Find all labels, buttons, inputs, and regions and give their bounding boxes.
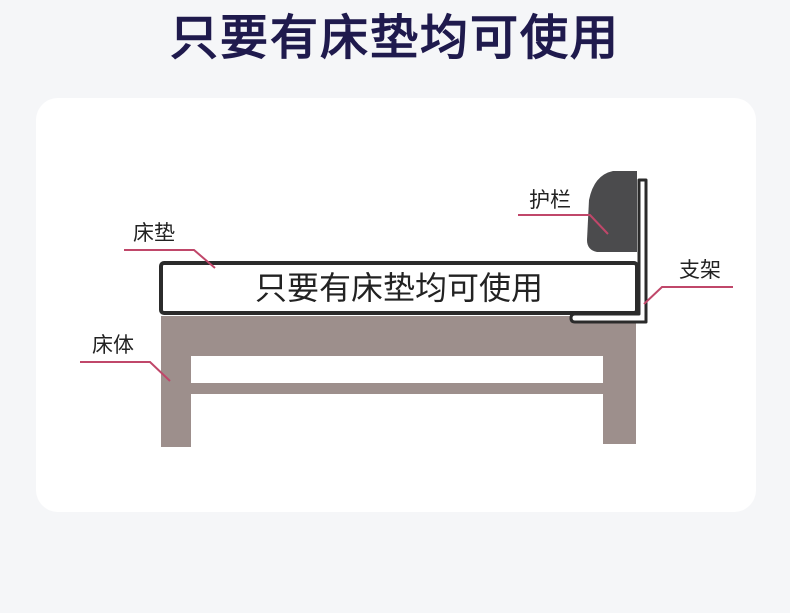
bed-frame-left-leg (161, 316, 191, 447)
leader-line-mattress (124, 249, 216, 269)
label-guardrail: 护栏 (529, 188, 571, 212)
page-title: 只要有床垫均可使用 (169, 10, 620, 66)
label-bed-body: 床体 (92, 333, 134, 357)
leader-line-guardrail (518, 214, 609, 235)
leader-line-bracket (643, 286, 733, 305)
leader-line-bed-body (80, 361, 171, 382)
label-mattress: 床垫 (133, 221, 175, 245)
bracket (569, 178, 648, 324)
mattress-text: 只要有床垫均可使用 (254, 269, 543, 307)
bed-frame (161, 316, 636, 447)
guardrail-pad (587, 171, 637, 252)
bed-frame-right-leg (603, 316, 636, 444)
label-bracket: 支架 (679, 258, 721, 282)
leader-lines (80, 214, 733, 382)
mattress (159, 261, 639, 315)
bed-frame-crossbar (161, 383, 636, 394)
bed-frame-top-board (161, 316, 636, 356)
